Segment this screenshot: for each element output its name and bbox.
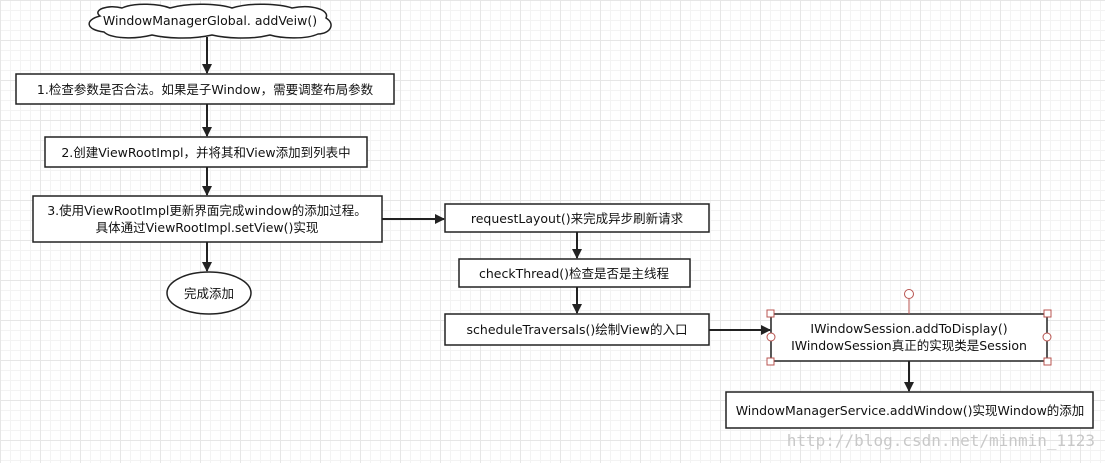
step2-box[interactable]: 2.创建ViewRootImpl，并将其和View添加到列表中 — [44, 136, 368, 168]
window-session-label-line1: IWindowSession.addToDisplay() — [810, 321, 1007, 336]
step3-label-line2: 具体通过ViewRootImpl.setView()实现 — [96, 220, 319, 235]
wms-add-window-box[interactable]: WindowManagerService.addWindow()实现Window… — [725, 391, 1094, 429]
step3-box[interactable]: 3.使用ViewRootImpl更新界面完成window的添加过程。 具体通过V… — [32, 195, 383, 243]
connection-point-left[interactable] — [766, 332, 776, 342]
step1-box[interactable]: 1.检查参数是否合法。如果是子Window，需要调整布局参数 — [15, 73, 395, 105]
resize-handle-bottom-right[interactable] — [1043, 357, 1052, 366]
resize-handle-top-left[interactable] — [766, 309, 775, 318]
step3-label-line1: 3.使用ViewRootImpl更新界面完成window的添加过程。 — [47, 203, 367, 218]
request-layout-box[interactable]: requestLayout()来完成异步刷新请求 — [444, 203, 710, 233]
start-node-label: WindowManagerGlobal. addVeiw() — [103, 13, 317, 28]
resize-handle-top-right[interactable] — [1043, 309, 1052, 318]
wms-add-window-label: WindowManagerService.addWindow()实现Window… — [736, 403, 1085, 418]
check-thread-box[interactable]: checkThread()检查是否是主线程 — [458, 258, 691, 288]
connection-point-right[interactable] — [1042, 332, 1052, 342]
end-node-label: 完成添加 — [184, 286, 234, 301]
schedule-traversals-label: scheduleTraversals()绘制View的入口 — [467, 322, 688, 337]
schedule-traversals-box[interactable]: scheduleTraversals()绘制View的入口 — [444, 313, 710, 346]
window-session-box[interactable]: IWindowSession.addToDisplay() IWindowSes… — [770, 313, 1048, 362]
watermark: http://blog.csdn.net/minmin_1123 — [787, 431, 1095, 450]
check-thread-label: checkThread()检查是否是主线程 — [479, 266, 670, 281]
rotate-handle[interactable] — [904, 289, 914, 299]
start-cloud-node[interactable]: WindowManagerGlobal. addVeiw() — [88, 3, 332, 39]
step1-label: 1.检查参数是否合法。如果是子Window，需要调整布局参数 — [37, 82, 374, 97]
selection-handles[interactable] — [766, 289, 1052, 366]
resize-handle-bottom-left[interactable] — [766, 357, 775, 366]
end-node[interactable]: 完成添加 — [166, 271, 252, 315]
request-layout-label: requestLayout()来完成异步刷新请求 — [471, 211, 684, 226]
connectors — [202, 37, 914, 392]
window-session-label-line2: IWindowSession真正的实现类是Session — [791, 338, 1027, 353]
step2-label: 2.创建ViewRootImpl，并将其和View添加到列表中 — [61, 145, 350, 160]
